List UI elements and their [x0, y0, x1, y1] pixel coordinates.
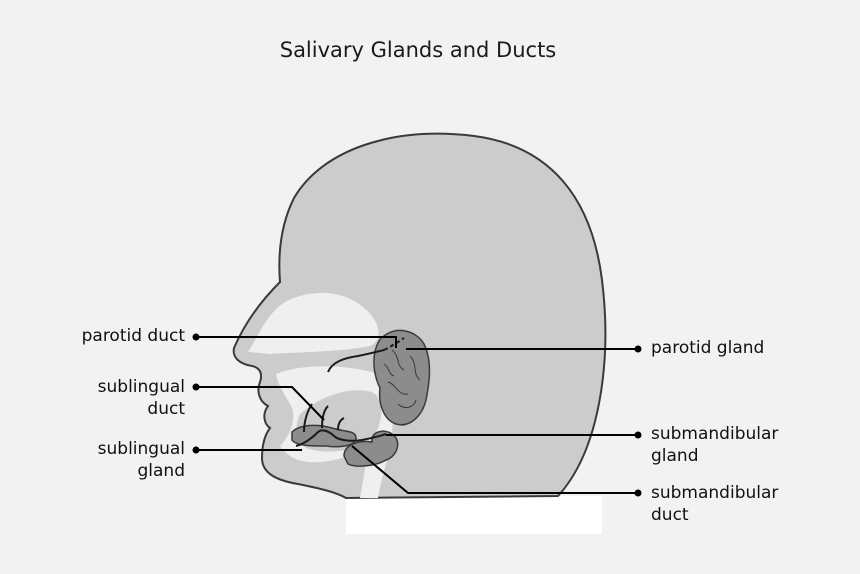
- leader-submandibular-duct: [351, 445, 638, 494]
- submandibular-duct-shape: [295, 429, 387, 447]
- nasal-cavity: [248, 292, 379, 354]
- label-sublingual-duct-line1: sublingual: [97, 377, 185, 397]
- endpoint-parotid-gland: [634, 345, 642, 353]
- leader-endpoints: [192, 333, 642, 497]
- label-submandibular-duct-line2: duct: [651, 505, 689, 525]
- label-submandibular-gland-line1: submandibular: [651, 424, 779, 444]
- endpoint-submandibular-duct: [634, 489, 642, 497]
- endpoint-sublingual-gland: [192, 446, 200, 454]
- parotid-duct-shape: [327, 349, 385, 373]
- label-submandibular-gland-line2: gland: [651, 446, 699, 466]
- neck-base: [346, 496, 602, 534]
- label-parotid-duct-text: parotid duct: [81, 326, 185, 346]
- leader-lines: [196, 336, 638, 494]
- endpoint-sublingual-duct: [192, 383, 200, 391]
- label-parotid-gland: parotid gland: [651, 337, 764, 359]
- label-sublingual-duct-line2: duct: [147, 399, 185, 419]
- endpoint-parotid-duct: [192, 333, 200, 341]
- label-parotid-duct: parotid duct: [40, 325, 185, 347]
- label-sublingual-gland-line1: sublingual: [97, 439, 185, 459]
- diagram-title: Salivary Glands and Ducts: [279, 38, 557, 62]
- label-submandibular-duct: submandibular duct: [651, 482, 778, 526]
- leader-parotid-duct: [196, 336, 397, 348]
- label-parotid-gland-text: parotid gland: [651, 338, 765, 358]
- endpoint-submandibular-gland: [634, 431, 642, 439]
- label-submandibular-gland: submandibular gland: [651, 423, 778, 467]
- label-sublingual-gland: sublingual gland: [40, 438, 185, 482]
- label-sublingual-duct: sublingual duct: [40, 376, 185, 420]
- label-submandibular-duct-line1: submandibular: [651, 483, 779, 503]
- parotid-gland-shape: [373, 329, 431, 426]
- leader-sublingual-duct: [196, 386, 325, 421]
- label-sublingual-gland-line2: gland: [137, 461, 186, 481]
